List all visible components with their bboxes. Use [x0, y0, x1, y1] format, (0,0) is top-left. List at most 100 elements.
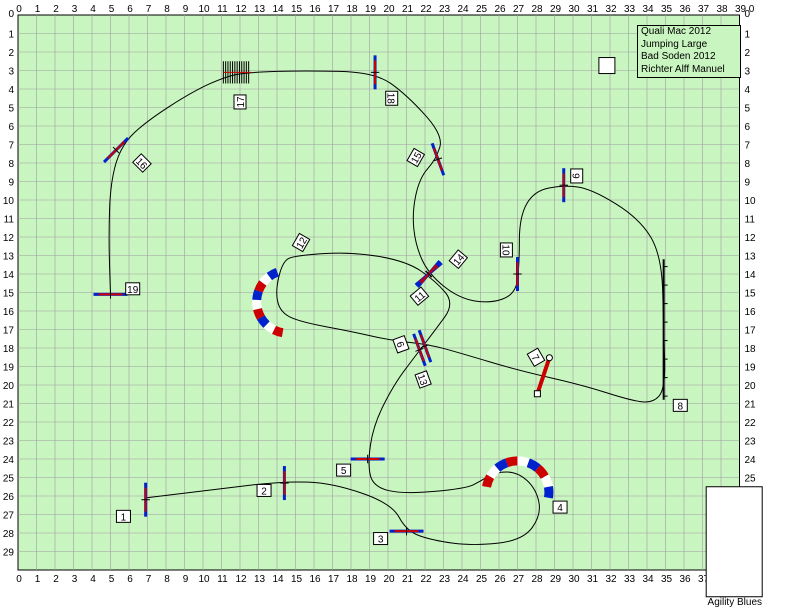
x-tick-label-top: 19	[365, 4, 377, 15]
y-tick-label-left: 24	[3, 455, 15, 466]
x-tick-label-top: 5	[109, 4, 115, 15]
tire-ring	[546, 355, 552, 361]
x-tick-label-top: 17	[328, 4, 340, 15]
info-line-class: Jumping Large	[641, 39, 740, 52]
x-tick-label-bottom: 13	[254, 574, 266, 585]
x-tick-label-bottom: 1	[35, 574, 41, 585]
x-tick-label-bottom: 21	[402, 574, 414, 585]
y-tick-label-right: 24	[745, 455, 757, 466]
y-tick-label-right: 7	[745, 141, 751, 152]
x-tick-label-top: 18	[346, 4, 358, 15]
y-tick-label-left: 27	[3, 511, 15, 522]
x-tick-label-top: 13	[254, 4, 266, 15]
info-line-judge: Richter Alff Manuel	[641, 64, 740, 77]
tunnel-segment	[257, 300, 258, 309]
x-tick-label-top: 25	[476, 4, 488, 15]
obstacle-number-label: 1	[116, 510, 130, 523]
x-tick-label-top: 26	[494, 4, 506, 15]
x-tick-label-bottom: 11	[217, 574, 228, 585]
y-tick-label-left: 1	[8, 30, 14, 41]
x-tick-label-top: 36	[679, 4, 691, 15]
tunnel-segment	[259, 283, 263, 291]
x-tick-label-top: 15	[291, 4, 303, 15]
x-tick-label-top: 10	[198, 4, 210, 15]
y-tick-label-right: 17	[745, 326, 757, 337]
obstacle-number-text: 8	[678, 401, 684, 412]
y-tick-label-left: 20	[3, 381, 15, 392]
x-tick-label-top: 28	[531, 4, 543, 15]
obstacle-number-label: 10	[499, 243, 512, 257]
x-tick-label-bottom: 15	[291, 574, 303, 585]
x-tick-label-bottom: 20	[383, 574, 395, 585]
obstacle-number-text: 18	[385, 93, 396, 105]
tunnel-segment	[261, 317, 267, 324]
tunnel-segment	[269, 272, 277, 276]
x-tick-label-top: 22	[420, 4, 432, 15]
tunnel-segment	[487, 477, 491, 487]
obstacle-number-text: 17	[236, 96, 247, 108]
x-tick-label-top: 2	[53, 4, 59, 15]
x-tick-label-bottom: 30	[568, 574, 580, 585]
x-tick-label-bottom: 12	[235, 574, 247, 585]
x-tick-label-bottom: 34	[642, 574, 654, 585]
x-tick-label-bottom: 8	[164, 574, 170, 585]
obstacle-number-text: 19	[127, 285, 139, 296]
x-tick-label-bottom: 22	[420, 574, 432, 585]
tunnel-segment	[267, 325, 274, 330]
x-tick-label-bottom: 32	[605, 574, 617, 585]
x-tick-label-top: 32	[605, 4, 617, 15]
x-tick-label-bottom: 31	[587, 574, 599, 585]
x-tick-label-bottom: 14	[272, 574, 284, 585]
y-tick-label-right: 1	[745, 30, 751, 41]
x-tick-label-bottom: 17	[328, 574, 340, 585]
footer-credit: Agility Blues	[708, 597, 762, 608]
x-tick-label-bottom: 0	[16, 574, 22, 585]
y-tick-label-right: 23	[745, 437, 757, 448]
x-tick-label-top: 4	[90, 4, 96, 15]
y-tick-label-right: 21	[745, 400, 757, 411]
x-tick-label-top: 0	[16, 4, 22, 15]
tunnel-segment	[545, 477, 549, 487]
y-tick-label-left: 14	[3, 270, 15, 281]
y-tick-label-left: 8	[8, 159, 14, 170]
tire-base	[534, 391, 540, 397]
x-tick-label-bottom: 3	[72, 574, 78, 585]
x-tick-label-bottom: 5	[109, 574, 115, 585]
y-tick-label-right: 4	[745, 85, 751, 96]
obstacle-number-label: 4	[553, 501, 567, 514]
x-tick-label-bottom: 18	[346, 574, 358, 585]
x-tick-label-top: 20	[383, 4, 395, 15]
x-tick-label-top: 24	[457, 4, 469, 15]
x-tick-label-bottom: 9	[183, 574, 189, 585]
y-tick-label-left: 17	[3, 326, 15, 337]
x-tick-label-bottom: 29	[550, 574, 562, 585]
reference-square-small	[599, 58, 615, 74]
y-tick-label-right: 3	[745, 67, 751, 78]
obstacle-number-label: 18	[385, 91, 398, 105]
x-tick-label-top: 12	[235, 4, 247, 15]
obstacle-number-text: 10	[499, 244, 510, 256]
y-tick-label-left: 6	[8, 122, 14, 133]
obstacle-number-label: 9	[570, 169, 583, 183]
x-tick-label-top: 9	[183, 4, 189, 15]
x-tick-label-bottom: 33	[624, 574, 636, 585]
y-tick-label-right: 8	[745, 159, 751, 170]
tunnel-segment	[507, 461, 518, 463]
y-tick-label-left: 29	[3, 548, 15, 559]
x-tick-label-bottom: 35	[661, 574, 673, 585]
tunnel-segment	[528, 463, 537, 468]
x-tick-label-bottom: 10	[198, 574, 210, 585]
y-tick-label-left: 18	[3, 344, 15, 355]
y-tick-label-right: 12	[745, 233, 757, 244]
y-tick-label-left: 23	[3, 437, 15, 448]
x-tick-label-bottom: 7	[146, 574, 152, 585]
obstacle-number-text: 3	[378, 535, 384, 546]
tunnel-segment	[538, 468, 545, 476]
x-tick-label-bottom: 27	[513, 574, 525, 585]
x-tick-label-bottom: 23	[439, 574, 451, 585]
tunnel-segment	[257, 291, 259, 300]
x-tick-label-bottom: 16	[309, 574, 321, 585]
y-tick-label-right: 18	[745, 344, 757, 355]
obstacle-number-text: 2	[261, 486, 267, 497]
judge-area-box	[706, 487, 762, 597]
